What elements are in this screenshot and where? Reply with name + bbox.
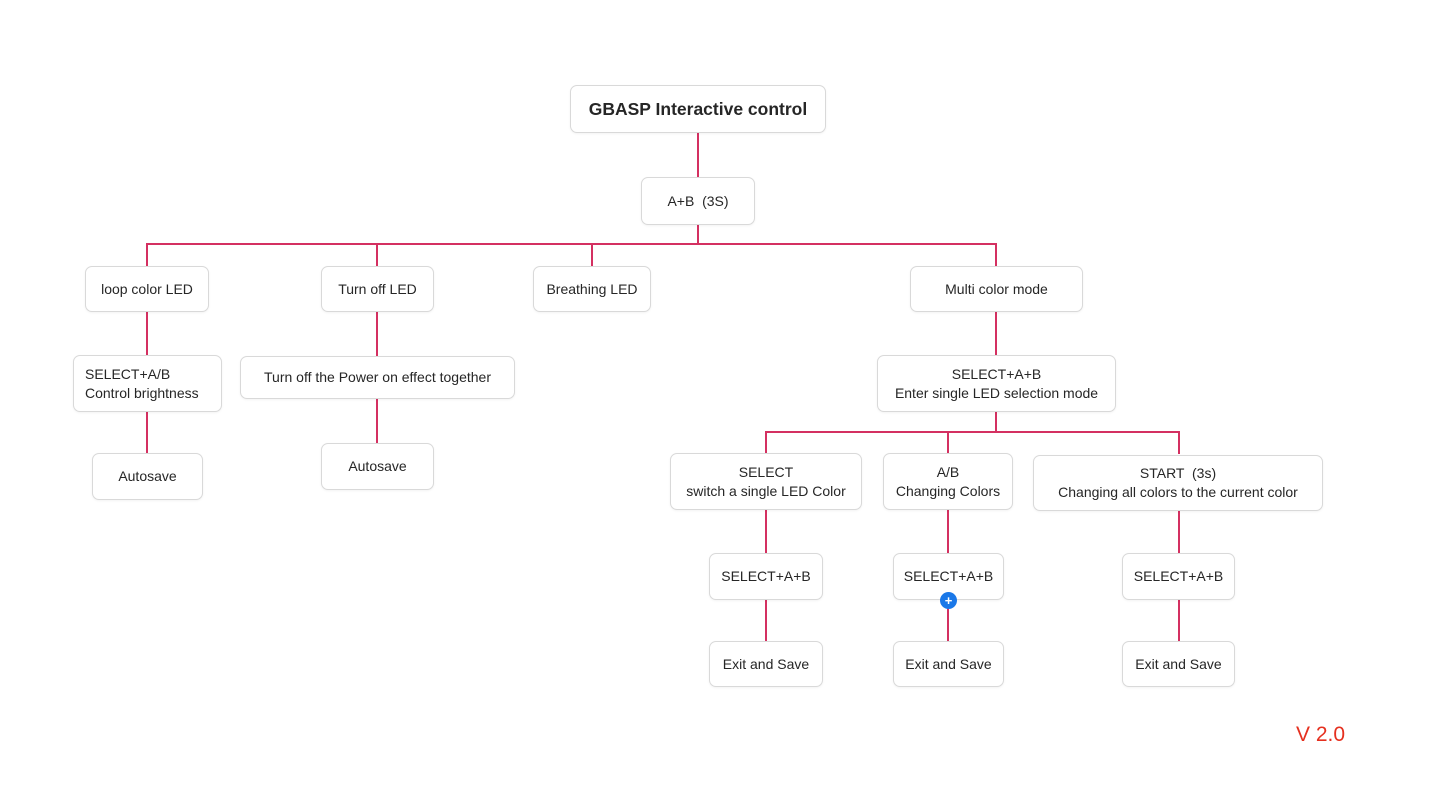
node-exit-and-save-2[interactable]: Exit and Save [893, 641, 1004, 687]
node-a-plus-b[interactable]: A+B (3S) [641, 177, 755, 225]
node-autosave-turnoff[interactable]: Autosave [321, 443, 434, 490]
connector-main-branches [146, 225, 997, 267]
plus-icon[interactable]: + [940, 592, 957, 609]
node-breathing-led[interactable]: Breathing LED [533, 266, 651, 312]
node-exit-and-save-3[interactable]: Exit and Save [1122, 641, 1235, 687]
node-exit-and-save-1[interactable]: Exit and Save [709, 641, 823, 687]
node-autosave-loop[interactable]: Autosave [92, 453, 203, 500]
node-turn-off-led[interactable]: Turn off LED [321, 266, 434, 312]
connector-sub-columns [765, 510, 1180, 642]
node-ab-changing-colors[interactable]: A/B Changing Colors [883, 453, 1013, 510]
node-multi-color-mode[interactable]: Multi color mode [910, 266, 1083, 312]
connector-multi-chain [765, 312, 1180, 454]
node-enter-single-led-mode[interactable]: SELECT+A+B Enter single LED selection mo… [877, 355, 1116, 412]
node-control-brightness[interactable]: SELECT+A/B Control brightness [73, 355, 222, 412]
node-select-switch-color[interactable]: SELECT switch a single LED Color [670, 453, 862, 510]
node-start-changing-all[interactable]: START (3s) Changing all colors to the cu… [1033, 455, 1323, 511]
version-label: V 2.0 [1296, 723, 1346, 746]
node-loop-color-led[interactable]: loop color LED [85, 266, 209, 312]
node-select-a-b-3[interactable]: SELECT+A+B [1122, 553, 1235, 600]
node-select-a-b-1[interactable]: SELECT+A+B [709, 553, 823, 600]
node-turn-off-power-effect[interactable]: Turn off the Power on effect together [240, 356, 515, 399]
node-root[interactable]: GBASP Interactive control [570, 85, 826, 133]
